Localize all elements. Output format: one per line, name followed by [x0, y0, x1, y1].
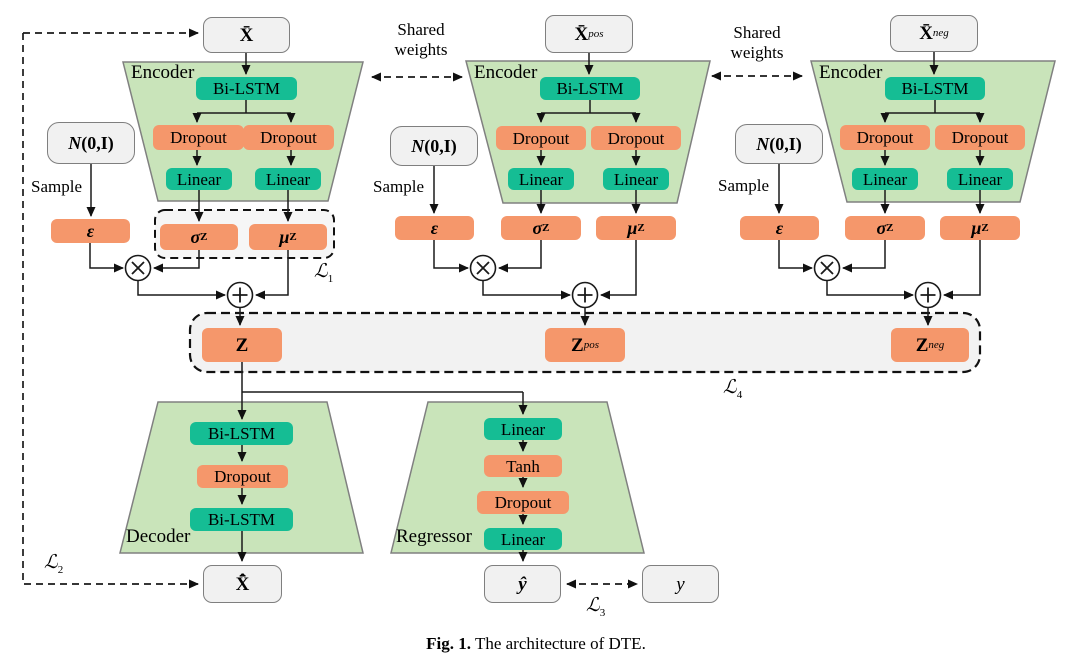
dropout-box: Dropout — [243, 125, 334, 150]
tanh-box: Tanh — [484, 455, 562, 477]
linear-box: Linear — [166, 168, 232, 190]
gaussian-noise-box: N(0,I) — [47, 122, 135, 164]
dropout-box: Dropout — [153, 125, 244, 150]
input-box-x: X̄ — [203, 17, 290, 53]
figure-caption: Fig. 1. The architecture of DTE. — [0, 634, 1072, 654]
encoder-2-region-label: Encoder — [474, 62, 538, 83]
linear-box: Linear — [947, 168, 1013, 190]
linear-box: Linear — [852, 168, 918, 190]
encoder-1-region-label: Encoder — [131, 62, 195, 83]
target-box-y: y — [642, 565, 719, 603]
normal-distribution-symbol: N — [68, 133, 82, 153]
epsilon-box: ε — [395, 216, 474, 240]
plus-icon — [226, 281, 254, 309]
bilstm-box: Bi-LSTM — [540, 77, 640, 100]
encoder-2-trapezoid — [465, 60, 711, 204]
input-box-x-pos: X̄pos — [545, 15, 633, 53]
dropout-box: Dropout — [477, 491, 569, 514]
linear-box: Linear — [484, 528, 562, 550]
bilstm-box: Bi-LSTM — [196, 77, 297, 100]
encoder-3-trapezoid — [810, 60, 1056, 203]
plus-icon — [914, 281, 942, 309]
sample-label: Sample — [31, 177, 82, 196]
epsilon-box: ε — [740, 216, 819, 240]
regressor-region-label: Regressor — [396, 526, 472, 547]
loss-l2-label: ℒ2 — [44, 552, 64, 576]
linear-box: Linear — [603, 168, 669, 190]
sample-label: Sample — [373, 177, 424, 196]
operator-icons — [124, 254, 942, 309]
dropout-box: Dropout — [935, 125, 1025, 150]
bilstm-box: Bi-LSTM — [885, 77, 985, 100]
latent-z-box: Z — [202, 328, 282, 362]
bilstm-box: Bi-LSTM — [190, 508, 293, 531]
loss-l3-label: ℒ3 — [586, 595, 606, 619]
linear-box: Linear — [484, 418, 562, 440]
bilstm-box: Bi-LSTM — [190, 422, 293, 445]
gaussian-noise-box: N(0,I) — [390, 126, 478, 166]
dropout-box: Dropout — [496, 126, 586, 150]
gaussian-noise-box: N(0,I) — [735, 124, 823, 164]
dropout-box: Dropout — [197, 465, 288, 488]
output-box-y-hat: ŷ — [484, 565, 561, 603]
dropout-box: Dropout — [591, 126, 681, 150]
shared-weights-label: Shared weights — [730, 23, 784, 62]
figure-caption-number: Fig. 1. — [426, 634, 472, 653]
dropout-box: Dropout — [840, 125, 930, 150]
epsilon-box: ε — [51, 219, 130, 243]
multiply-icon — [469, 254, 497, 282]
regressor-trapezoid — [390, 401, 645, 554]
output-box-x-hat: X̄̂ — [203, 565, 282, 603]
linear-box: Linear — [508, 168, 574, 190]
loss-l4-label: ℒ4 — [723, 377, 743, 401]
input-box-x-neg: X̄neg — [890, 15, 978, 52]
decoder-region-label: Decoder — [126, 526, 191, 547]
loss-l1-label: ℒ1 — [314, 261, 334, 285]
input-x-label: X̄ — [239, 24, 254, 46]
multiply-icon — [813, 254, 841, 282]
plus-icon — [571, 281, 599, 309]
encoder-3-region-label: Encoder — [819, 62, 883, 83]
shared-weights-label: Shared weights — [394, 20, 448, 59]
figure-caption-text: The architecture of DTE. — [471, 634, 646, 653]
dashed-connectors — [22, 28, 803, 589]
multiply-icon — [124, 254, 152, 282]
sample-label: Sample — [718, 176, 769, 195]
linear-box: Linear — [255, 168, 321, 190]
solid-connectors — [86, 52, 985, 562]
